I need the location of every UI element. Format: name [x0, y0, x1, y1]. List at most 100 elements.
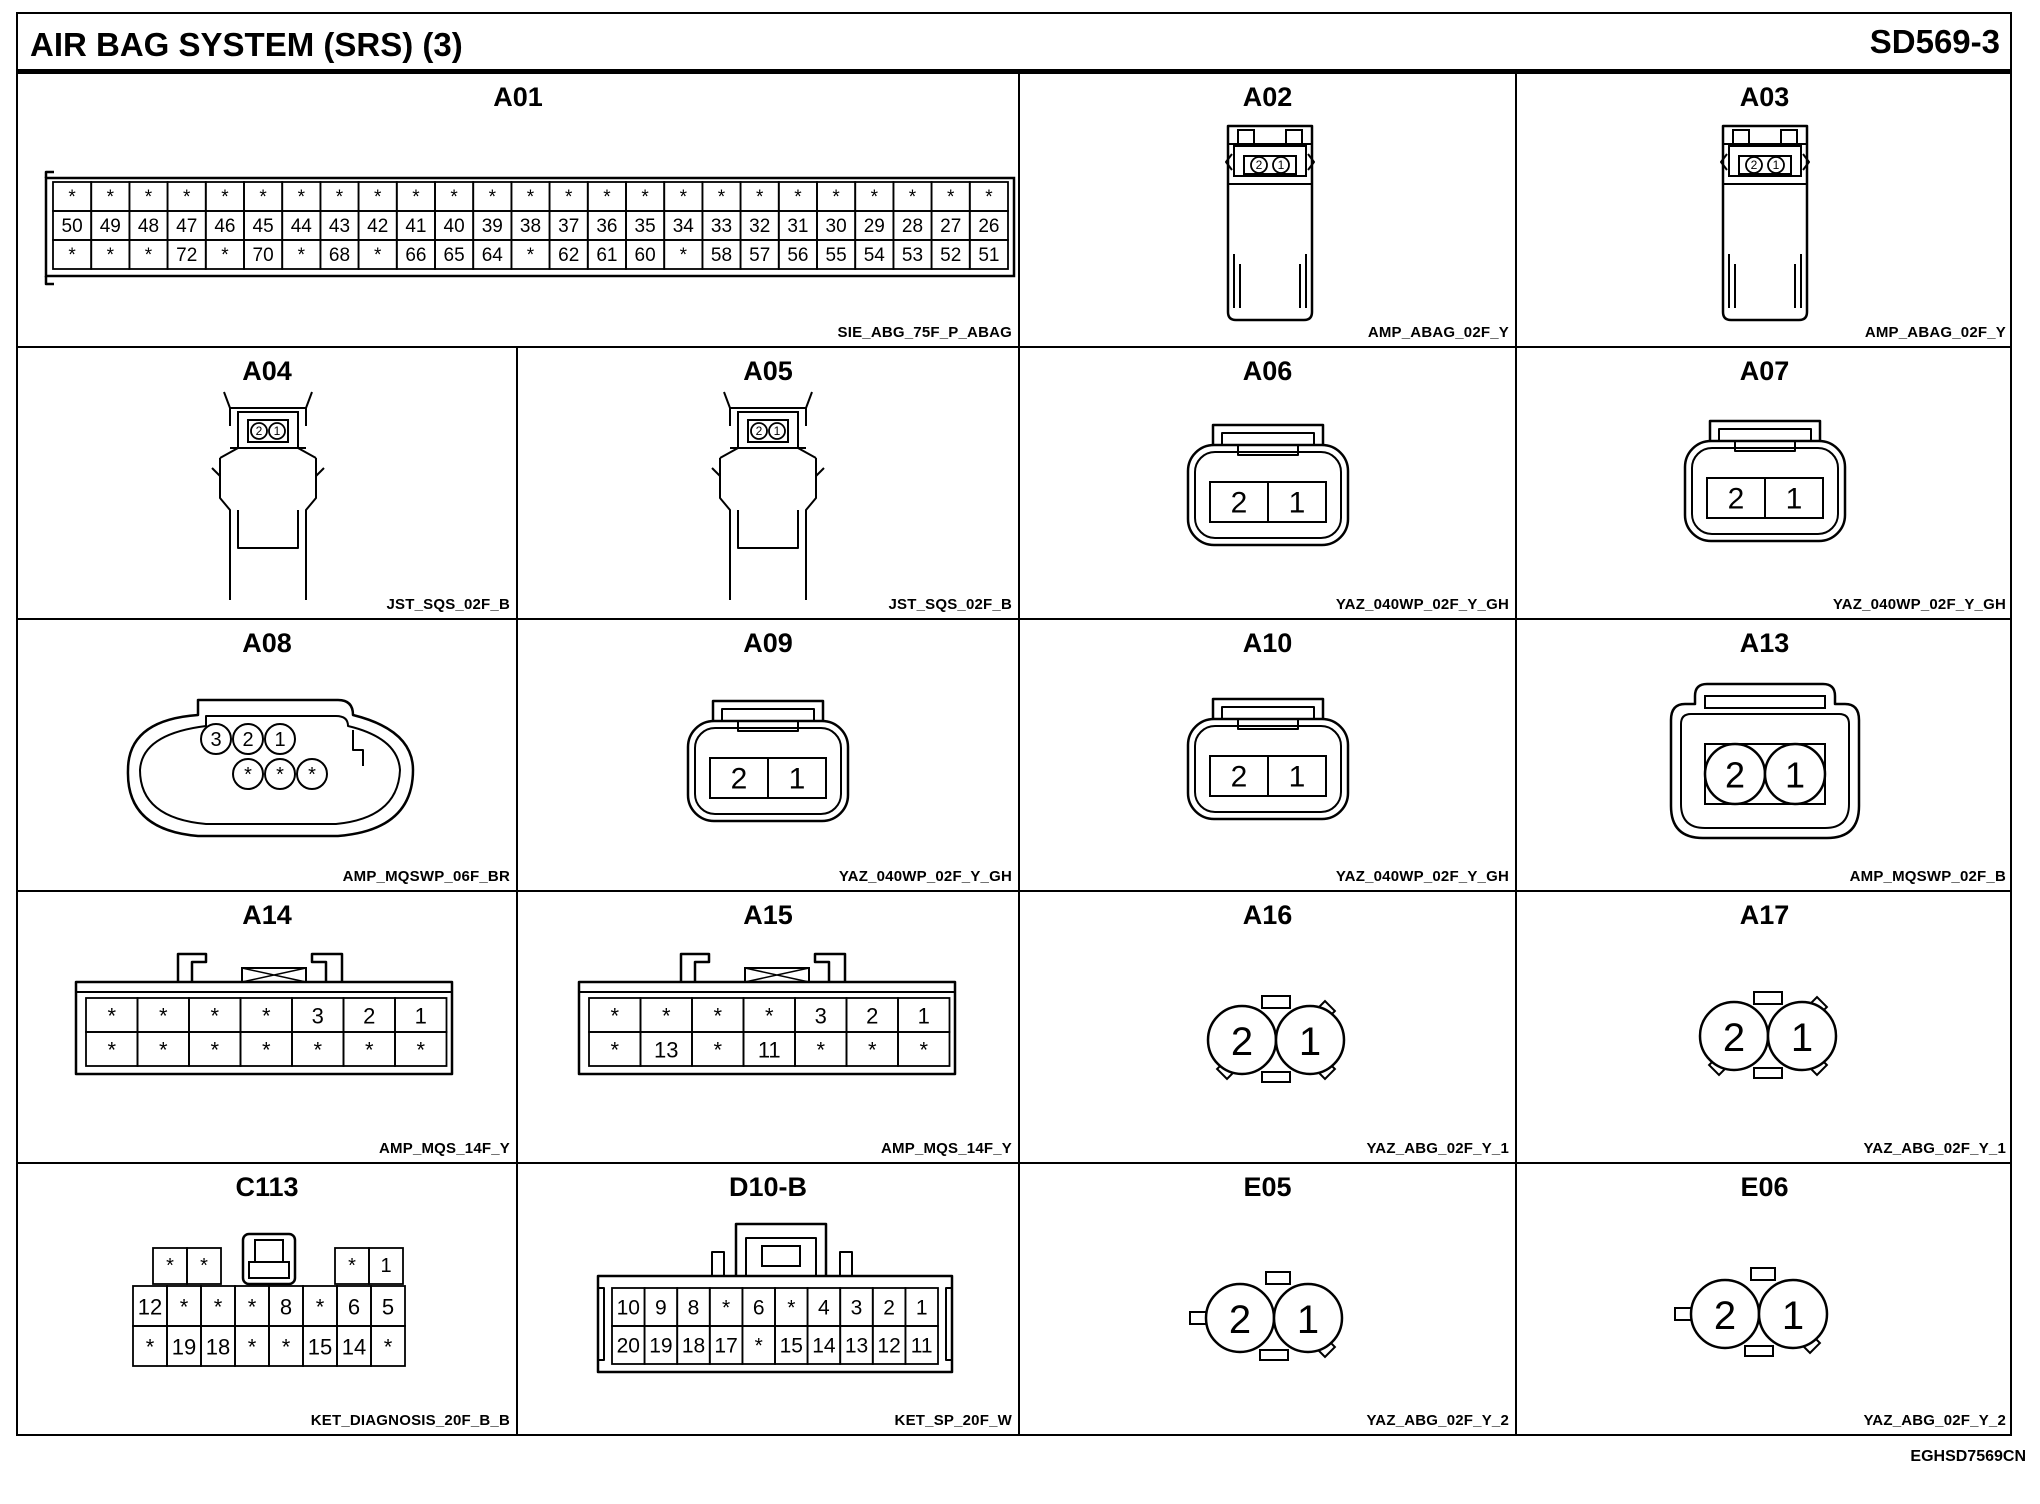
- pin-label: *: [985, 187, 993, 208]
- pin-label: *: [794, 187, 802, 208]
- housing-outline: [1680, 713, 1850, 829]
- pin-label: *: [107, 1004, 116, 1029]
- pin-label: *: [565, 187, 573, 208]
- pin-label: *: [262, 1004, 271, 1029]
- pin-label: *: [832, 187, 840, 208]
- pin-label: *: [603, 187, 611, 208]
- pin-circle: [1272, 1282, 1344, 1354]
- pin-label: *: [282, 1335, 291, 1360]
- pin-label: *: [816, 1038, 825, 1063]
- pin-label: *: [248, 1295, 257, 1320]
- pin-label: 2: [883, 1297, 895, 1320]
- pin-label: *: [680, 245, 688, 266]
- housing-outline: [1753, 991, 1783, 1005]
- pin-circle: [1745, 156, 1763, 174]
- pin-label: 2: [1231, 487, 1248, 520]
- connector-type: AMP_MQS_14F_Y: [881, 1140, 1012, 1157]
- housing-outline: [211, 467, 325, 477]
- pin-circle: [750, 422, 768, 440]
- pin-label: 1: [274, 424, 281, 438]
- pin-label: 1: [918, 1004, 930, 1029]
- pin-label: 2: [256, 424, 263, 438]
- connector-id: A04: [242, 356, 292, 386]
- pin-label: 26: [978, 216, 999, 237]
- pin-label: 64: [482, 245, 504, 266]
- connector-id: E05: [1243, 1172, 1292, 1202]
- pin-label: 6: [753, 1297, 765, 1320]
- pin-label: 1: [274, 729, 285, 751]
- connector-type: AMP_ABAG_02F_Y: [1367, 324, 1509, 341]
- pin-label: 1: [380, 1255, 391, 1277]
- pin-label: *: [718, 187, 726, 208]
- pin-label: 2: [363, 1004, 375, 1029]
- connector-type: YAZ_040WP_02F_Y_GH: [1832, 596, 2006, 613]
- pin-label: 41: [405, 216, 426, 237]
- pin-label: 6: [348, 1295, 360, 1320]
- pin-label: 5: [382, 1295, 394, 1320]
- pin-label: 1: [789, 763, 806, 796]
- pin-label: *: [68, 187, 76, 208]
- housing-outline: [1226, 124, 1314, 322]
- pin-label: *: [166, 1255, 174, 1277]
- pin-label: 20: [617, 1335, 640, 1358]
- pin-label: 1: [1785, 755, 1805, 796]
- pin-cell: [1764, 477, 1824, 519]
- housing-outline: [241, 967, 307, 983]
- pin-label: 1: [1289, 761, 1306, 794]
- pin-label: *: [909, 187, 917, 208]
- pin-label: 8: [688, 1297, 700, 1320]
- housing-outline: [729, 408, 807, 426]
- pin-label: 1: [1782, 1294, 1804, 1338]
- pin-label: *: [107, 187, 115, 208]
- pin-label: *: [210, 1004, 219, 1029]
- connector-id: A14: [242, 900, 292, 930]
- pin-label: 65: [444, 245, 465, 266]
- pin-label: *: [641, 187, 649, 208]
- diagram-sheet: AIR BAG SYSTEM (SRS) (3) SD569-3 A01 ***…: [16, 12, 2012, 1436]
- pin-cell: [394, 1031, 448, 1067]
- pin-label: 52: [940, 245, 961, 266]
- housing-outline: [1728, 254, 1802, 308]
- connector-id: A01: [493, 82, 543, 112]
- connector-id: A09: [743, 628, 793, 658]
- pin-circle: [264, 758, 296, 790]
- housing-outline: [719, 458, 817, 600]
- connector-id: A08: [242, 628, 292, 658]
- pin-label: *: [871, 187, 879, 208]
- housing-outline: [761, 1245, 801, 1267]
- pin-label: 55: [826, 245, 847, 266]
- housing-outline: [744, 967, 810, 983]
- housing-outline: [1780, 129, 1798, 145]
- pin-label: 45: [253, 216, 274, 237]
- pin-label: 9: [655, 1297, 667, 1320]
- housing-outline: [1720, 153, 1810, 171]
- pin-label: 2: [1751, 158, 1758, 172]
- pin-label: 47: [176, 216, 197, 237]
- pin-circle: [768, 422, 786, 440]
- pin-label: *: [244, 764, 252, 786]
- pin-circle: [232, 758, 264, 790]
- pin-label: 2: [1231, 761, 1248, 794]
- housing-outline: [1744, 1345, 1774, 1357]
- housing-outline: [1233, 145, 1307, 177]
- footer-code: EGHSD7569CN: [1910, 1448, 2026, 1465]
- housing-outline: [44, 176, 1016, 278]
- connector-type: JST_SQS_02F_B: [386, 596, 510, 613]
- pin-label: 18: [206, 1335, 230, 1360]
- connector-id: C113: [235, 1172, 299, 1202]
- pin-label: 72: [176, 245, 197, 266]
- pin-cell: [368, 1247, 404, 1285]
- housing-inner: [694, 727, 842, 815]
- connector-type: YAZ_040WP_02F_Y_GH: [838, 868, 1012, 885]
- pin-label: 58: [711, 245, 732, 266]
